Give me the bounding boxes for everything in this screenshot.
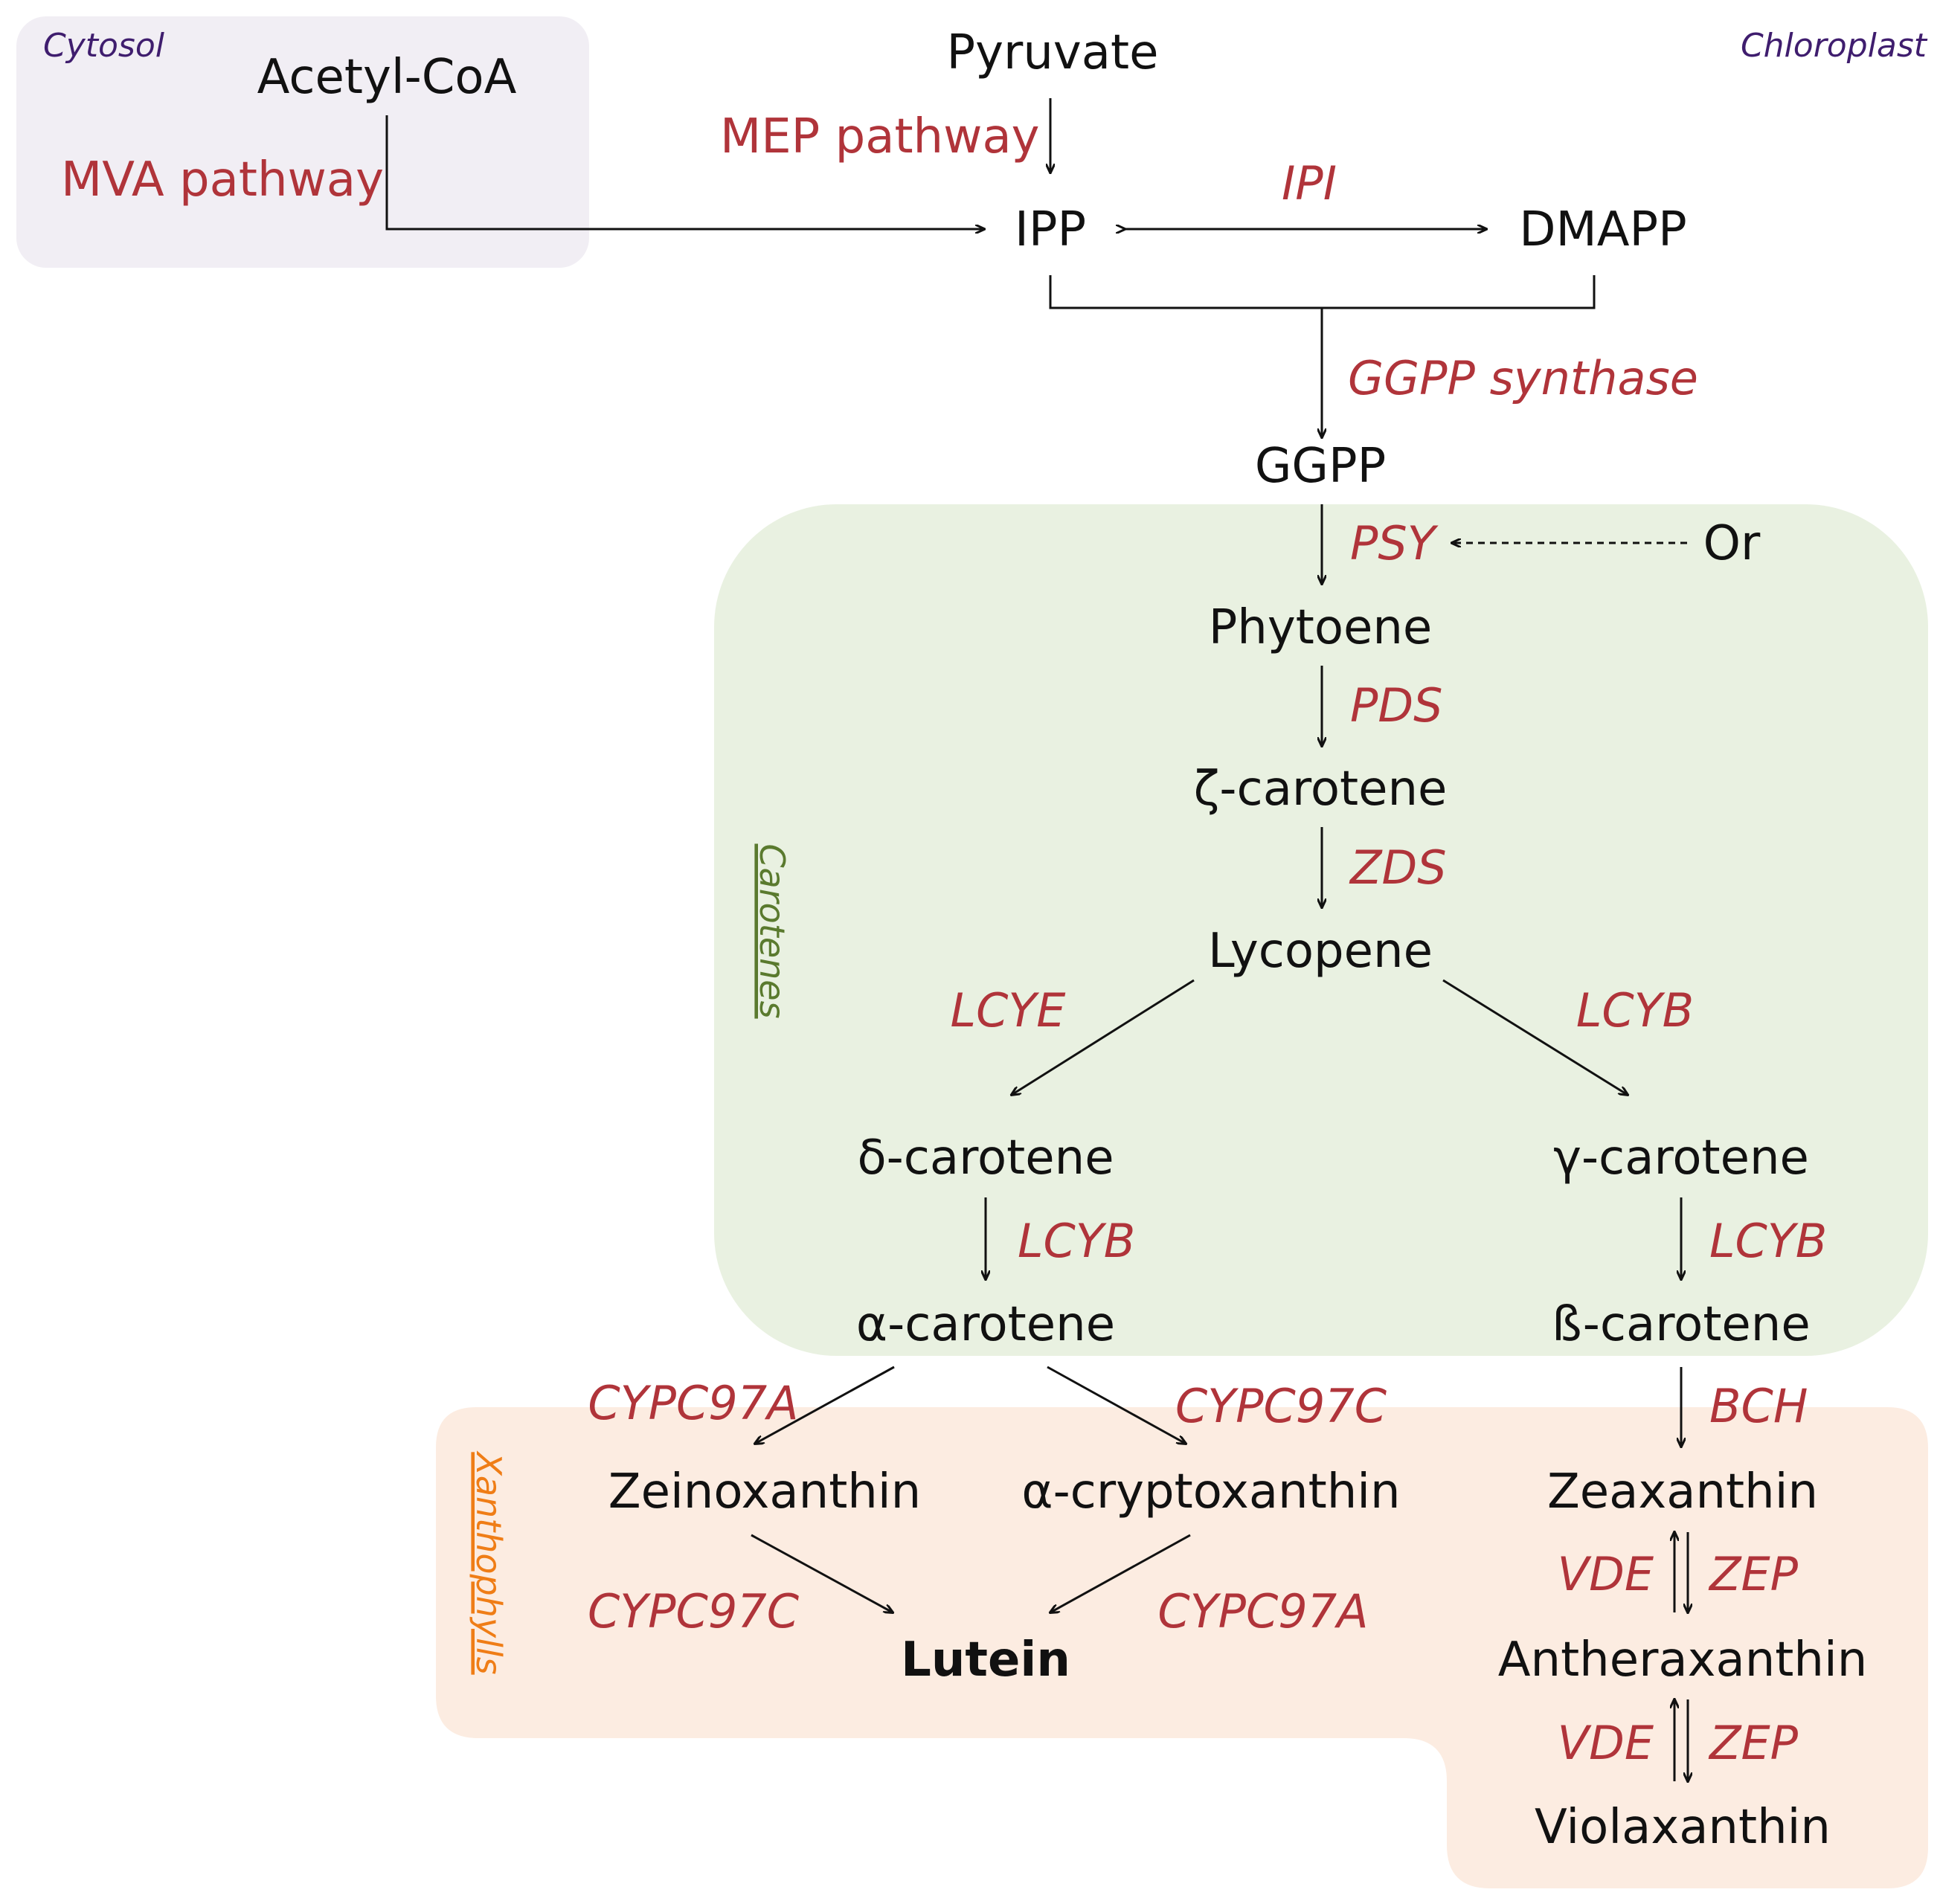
- enzyme-bch: BCH: [1709, 1379, 1808, 1433]
- carotenes-region: [714, 504, 1928, 1356]
- enzyme-cypc97c-alpha: CYPC97C: [1175, 1379, 1387, 1433]
- metabolite-ggpp: GGPP: [1255, 439, 1386, 494]
- metabolite-alpha-carotene: α-carotene: [856, 1297, 1115, 1352]
- carotenes-label: Carotenes: [752, 843, 792, 1018]
- xanthophylls-region: [436, 1407, 1928, 1888]
- metabolite-ipp: IPP: [1015, 202, 1086, 257]
- cytosol-label: Cytosol: [43, 27, 165, 65]
- enzyme-lcyb-delta: LCYB: [1018, 1214, 1135, 1268]
- enzyme-vde-2: VDE: [1558, 1716, 1654, 1770]
- metabolite-phytoene: Phytoene: [1209, 600, 1433, 655]
- edge-ipp-dmapp-bracket: [1049, 275, 1596, 309]
- edge-cryptoxanthin-to-lutein: [1050, 1534, 1191, 1612]
- enzyme-lcye: LCYE: [951, 983, 1067, 1038]
- enzyme-zds: ZDS: [1349, 840, 1447, 895]
- cytosol-region: [16, 16, 589, 268]
- enzyme-pds: PDS: [1350, 678, 1442, 733]
- metabolite-dmapp: DMAPP: [1519, 202, 1686, 257]
- edge-mva-to-ipp: [385, 115, 984, 229]
- pathway-mva: MVA pathway: [61, 152, 384, 208]
- enzyme-zep-2: ZEP: [1708, 1716, 1799, 1770]
- edge-alpha-to-cryptoxanthin: [1047, 1366, 1186, 1444]
- xanthophylls-label: Xanthophylls: [469, 1450, 509, 1674]
- metabolite-zeaxanthin: Zeaxanthin: [1547, 1464, 1818, 1519]
- metabolite-gamma-carotene: γ-carotene: [1553, 1130, 1809, 1186]
- enzyme-lcyb-gamma: LCYB: [1709, 1214, 1827, 1268]
- enzyme-cypc97c-zein: CYPC97C: [588, 1584, 800, 1638]
- chloroplast-label: Chloroplast: [1741, 27, 1928, 65]
- metabolite-zeta-carotene: ζ-carotene: [1194, 762, 1448, 817]
- enzyme-zep-1: ZEP: [1708, 1547, 1799, 1601]
- edge-alpha-to-zeinoxanthin: [755, 1366, 895, 1444]
- metabolite-lycopene: Lycopene: [1208, 924, 1433, 979]
- edge-lycopene-to-delta: [1012, 979, 1195, 1095]
- metabolite-zeinoxanthin: Zeinoxanthin: [608, 1464, 921, 1519]
- metabolite-antheraxanthin: Antheraxanthin: [1498, 1633, 1868, 1688]
- enzyme-ggpp-synthase: GGPP synthase: [1348, 351, 1698, 405]
- metabolite-or: Or: [1703, 516, 1761, 571]
- enzyme-cypc97a-alpha: CYPC97A: [588, 1376, 798, 1430]
- metabolite-pyruvate: Pyruvate: [947, 25, 1159, 80]
- metabolite-acetyl-coa: Acetyl-CoA: [257, 50, 517, 105]
- enzyme-psy: PSY: [1350, 516, 1439, 570]
- metabolite-delta-carotene: δ-carotene: [857, 1130, 1114, 1186]
- enzyme-lcyb-lycopene: LCYB: [1576, 983, 1694, 1038]
- pathway-mep: MEP pathway: [720, 109, 1040, 164]
- edge-lycopene-to-gamma: [1442, 979, 1628, 1095]
- enzyme-cypc97a-crypto: CYPC97A: [1157, 1584, 1368, 1638]
- metabolite-violaxanthin: Violaxanthin: [1535, 1800, 1831, 1855]
- metabolite-lutein: Lutein: [901, 1633, 1070, 1688]
- enzyme-ipi: IPI: [1282, 156, 1337, 210]
- edge-zeinoxanthin-to-lutein: [751, 1534, 893, 1612]
- metabolite-alpha-cryptoxanthin: α-cryptoxanthin: [1021, 1464, 1400, 1519]
- enzyme-vde-1: VDE: [1558, 1547, 1654, 1601]
- metabolite-beta-carotene: ß-carotene: [1552, 1297, 1810, 1352]
